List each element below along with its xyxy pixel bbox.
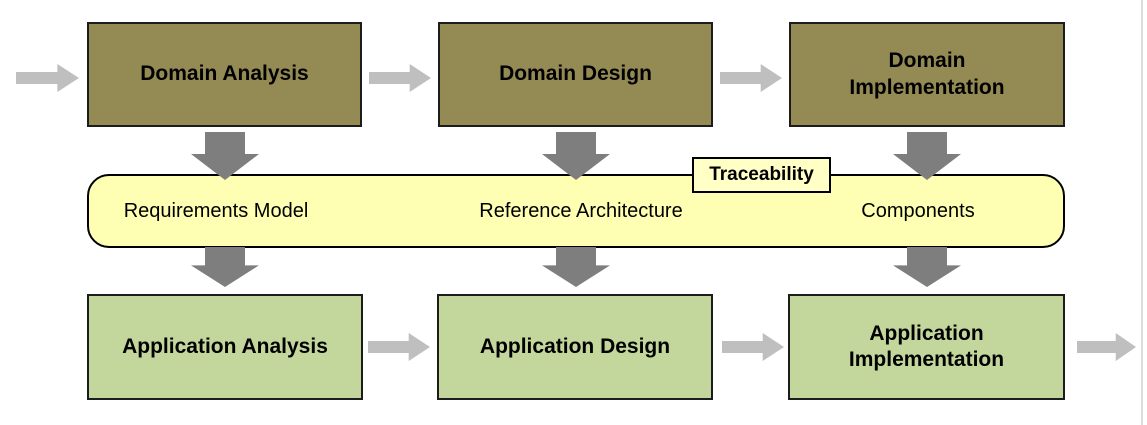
arrow-down-domain-analysis-icon [191, 132, 259, 180]
flow-entry-arrow-right-icon [16, 64, 79, 92]
arrow-domain-design-to-implementation-icon [720, 64, 782, 92]
box-application-implementation: Application Implementation [788, 294, 1065, 400]
band-label-requirements-model: Requirements Model [86, 174, 346, 248]
box-domain-implementation: Domain Implementation [789, 22, 1065, 127]
band-label-text: Reference Architecture [479, 199, 683, 222]
arrow-down-components-icon [893, 247, 961, 287]
band-label-components: Components [788, 174, 1048, 248]
box-label: Application Design [479, 334, 671, 358]
arrow-down-reference-architecture-icon [542, 247, 610, 287]
arrow-down-domain-design-icon [542, 132, 610, 180]
arrow-application-analysis-to-design-icon [368, 333, 430, 361]
box-domain-design: Domain Design [438, 22, 713, 127]
box-application-analysis: Application Analysis [87, 294, 363, 400]
band-label-text: Components [861, 199, 975, 222]
box-label: Domain Analysis [140, 62, 309, 86]
box-label: Application Implementation [848, 321, 1005, 371]
arrow-down-domain-implementation-icon [893, 132, 961, 180]
page-edge-divider [1141, 0, 1143, 425]
band-label-text: Requirements Model [123, 199, 309, 222]
arrow-domain-analysis-to-design-icon [369, 64, 431, 92]
box-domain-analysis: Domain Analysis [87, 22, 362, 127]
box-application-design: Application Design [437, 294, 713, 400]
arrow-application-design-to-implementation-icon [722, 333, 784, 361]
band-label-reference-architecture: Reference Architecture [451, 174, 711, 248]
arrow-down-requirements-model-icon [191, 247, 259, 287]
box-label: Domain Design [499, 62, 652, 86]
flow-exit-arrow-right-icon [1077, 333, 1136, 361]
traceability-tag-text: Traceability [709, 164, 814, 185]
box-label: Application Analysis [122, 334, 328, 358]
traceability-tag: Traceability [692, 157, 831, 193]
box-label: Domain Implementation [849, 49, 1005, 99]
